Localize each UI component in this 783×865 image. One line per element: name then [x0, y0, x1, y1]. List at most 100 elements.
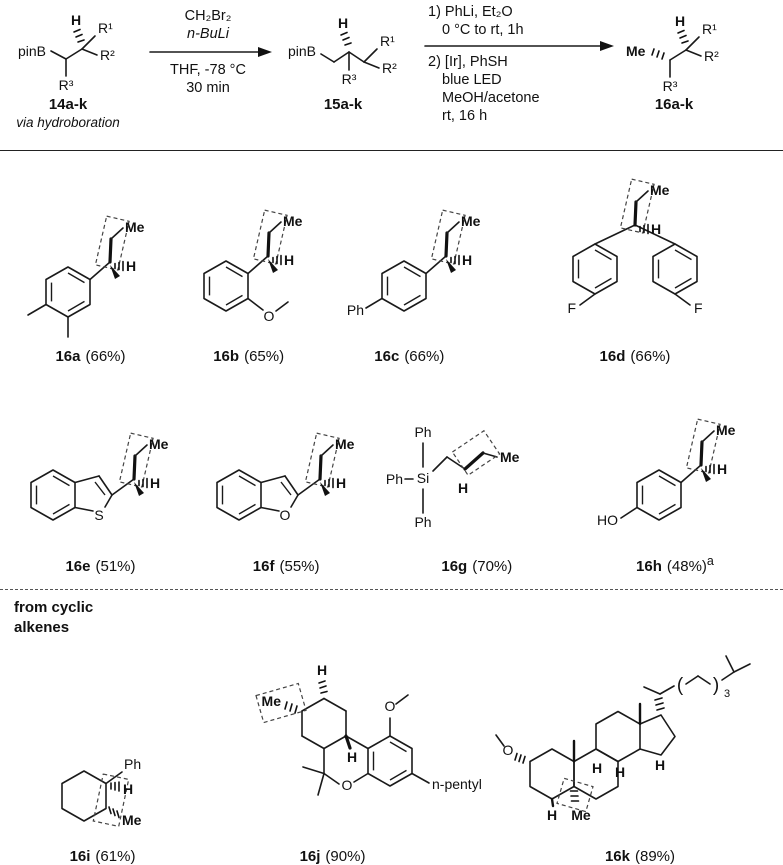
compound-label: 16g(70%) [441, 558, 513, 575]
compound-label-15: 15a-k [324, 96, 363, 113]
structure-16d-svg: F F [567, 177, 703, 316]
reaction-scheme: pinB H R¹ R² R³ 14a-k via hydroboration [0, 0, 783, 151]
compound-label: 16j(90%) [299, 848, 366, 865]
atom-label-h: H [338, 15, 348, 31]
atom-label-ph: Ph [124, 756, 141, 772]
atom-label-h: H [675, 13, 685, 29]
atom-label-r2: R² [704, 48, 719, 64]
compound-card-16c: Ph 16c(66%) [324, 174, 494, 365]
stereo-fragment [251, 208, 304, 273]
structure-16f-svg: O [215, 431, 356, 523]
structure-14: pinB H R¹ R² R³ 14a-k via hydroboration [16, 12, 120, 130]
structure-16: Me H R¹ R² R³ 16a-k [626, 13, 719, 113]
bonds [495, 655, 751, 808]
structure-16e-svg: S [30, 431, 171, 523]
compound-label: 16d(66%) [599, 348, 671, 365]
compound-label: 16a(66%) [55, 348, 126, 365]
atom-label-r1: R¹ [98, 20, 113, 36]
products-row-2: S 16e(51%) O [0, 375, 783, 575]
atom-label-h: H [317, 662, 327, 678]
compound-card-16g: Si Ph Ph Ph Me H 16g(70%) [379, 399, 574, 575]
atom-label-h: H [71, 12, 81, 28]
stereo-dashed-box [92, 773, 130, 828]
stereo-fragment [117, 431, 171, 496]
step2-line3: 2) [Ir], PhSH [428, 54, 508, 70]
compound-card-16h: HO 16h(48%)a [575, 375, 775, 575]
atom-label-me: Me [626, 43, 646, 59]
compound-label-14: 14a-k [49, 96, 88, 113]
structure-16g-svg: Si Ph Ph Ph Me H [386, 424, 520, 530]
atom-label-h: H [123, 781, 133, 797]
compound-card-16a: 16a(66%) [8, 174, 173, 365]
structure-16b-svg: O [202, 208, 304, 324]
bonds [365, 255, 448, 309]
bonds [105, 771, 123, 819]
arrow-2: 1) PhLi, Et₂O 0 °C to rt, 1h 2) [Ir], Ph… [424, 4, 614, 124]
atom-label-ho: HO [597, 512, 618, 528]
bonds [246, 255, 289, 312]
structure-16j-svg: Me H H O O n-pentyl [255, 662, 482, 796]
compound-label: 16f(55%) [252, 558, 320, 575]
hydroboration-note: via hydroboration [16, 115, 120, 130]
structure-16i-svg: Ph H Me [61, 756, 142, 828]
compound-label: 16k(89%) [604, 848, 676, 865]
bonds [259, 475, 321, 512]
step2-line5: MeOH/acetone [442, 90, 540, 106]
paren-close: ) [713, 675, 719, 696]
atom-label-r3: R³ [342, 71, 357, 87]
structure-16c-svg: Ph [347, 208, 483, 318]
stereo-fragment [430, 208, 483, 273]
atom-label-h: H [615, 764, 625, 780]
reagent-ch2br2: CH₂Br₂ [185, 8, 232, 24]
bonds [284, 680, 430, 796]
structure-16a-svg [27, 214, 147, 338]
bonds [320, 31, 380, 71]
bonds [620, 464, 702, 519]
atom-label-f: F [694, 300, 703, 316]
atom-label-r3: R³ [663, 78, 678, 94]
products-row-1: 16a(66%) O 16b(65%) [0, 159, 783, 365]
step2-line4: blue LED [442, 72, 502, 88]
atom-label-pinb: pinB [18, 43, 46, 59]
condition-thf: THF, -78 °C [170, 62, 246, 78]
compound-card-16e: S 16e(51%) [8, 379, 193, 575]
atom-label-r1: R¹ [380, 33, 395, 49]
arrow-1: CH₂Br₂ n-BuLi THF, -78 °C 30 min [149, 8, 272, 96]
atom-label-ph: Ph [386, 471, 403, 487]
atom-label-h: H [655, 757, 665, 773]
compound-label: 16i(61%) [69, 848, 136, 865]
step2-line6: rt, 16 h [442, 108, 487, 124]
bonds [50, 28, 98, 77]
stereo-fragment [684, 417, 738, 482]
atom-label-r3: R³ [59, 77, 74, 93]
stereo-dashed-box [556, 777, 594, 813]
structure-16k-svg: O H Me H H H ( ) 3 [495, 655, 751, 823]
atom-label-o: O [385, 698, 396, 714]
scheme-svg: pinB H R¹ R² R³ 14a-k via hydroboration [16, 4, 719, 130]
footnote-marker: a [706, 554, 714, 568]
structure-16h-svg: HO [597, 417, 738, 528]
dashed-divider [0, 589, 783, 590]
atom-label-h: H [458, 480, 468, 496]
reagent-nbuli: n-BuLi [187, 26, 230, 42]
section-header-cyclic: from cyclic alkenes [14, 599, 94, 636]
stereo-dashed-box [451, 429, 501, 477]
atom-label-s: S [94, 507, 103, 523]
atom-label-h: H [592, 760, 602, 776]
atom-label-r2: R² [382, 60, 397, 76]
atom-label-o: O [279, 507, 290, 523]
step2-line2: 0 °C to rt, 1h [442, 22, 524, 38]
atom-label-h: H [547, 807, 557, 823]
compound-card-16d: F F 16d(66%) [495, 159, 775, 365]
atom-label-ph: Ph [415, 424, 432, 440]
compound-label: 16c(66%) [374, 348, 445, 365]
atom-label-r1: R¹ [702, 21, 717, 37]
repeat-subscript: 3 [724, 688, 730, 700]
atom-label-ph: Ph [415, 514, 432, 530]
compound-card-16b: O 16b(65%) [174, 174, 324, 365]
bonds [651, 29, 702, 78]
arrowhead-2 [600, 41, 614, 51]
compound-card-16k: O H Me H H H ( ) 3 16k(89%) [490, 594, 783, 865]
atom-label-h: H [347, 749, 357, 765]
